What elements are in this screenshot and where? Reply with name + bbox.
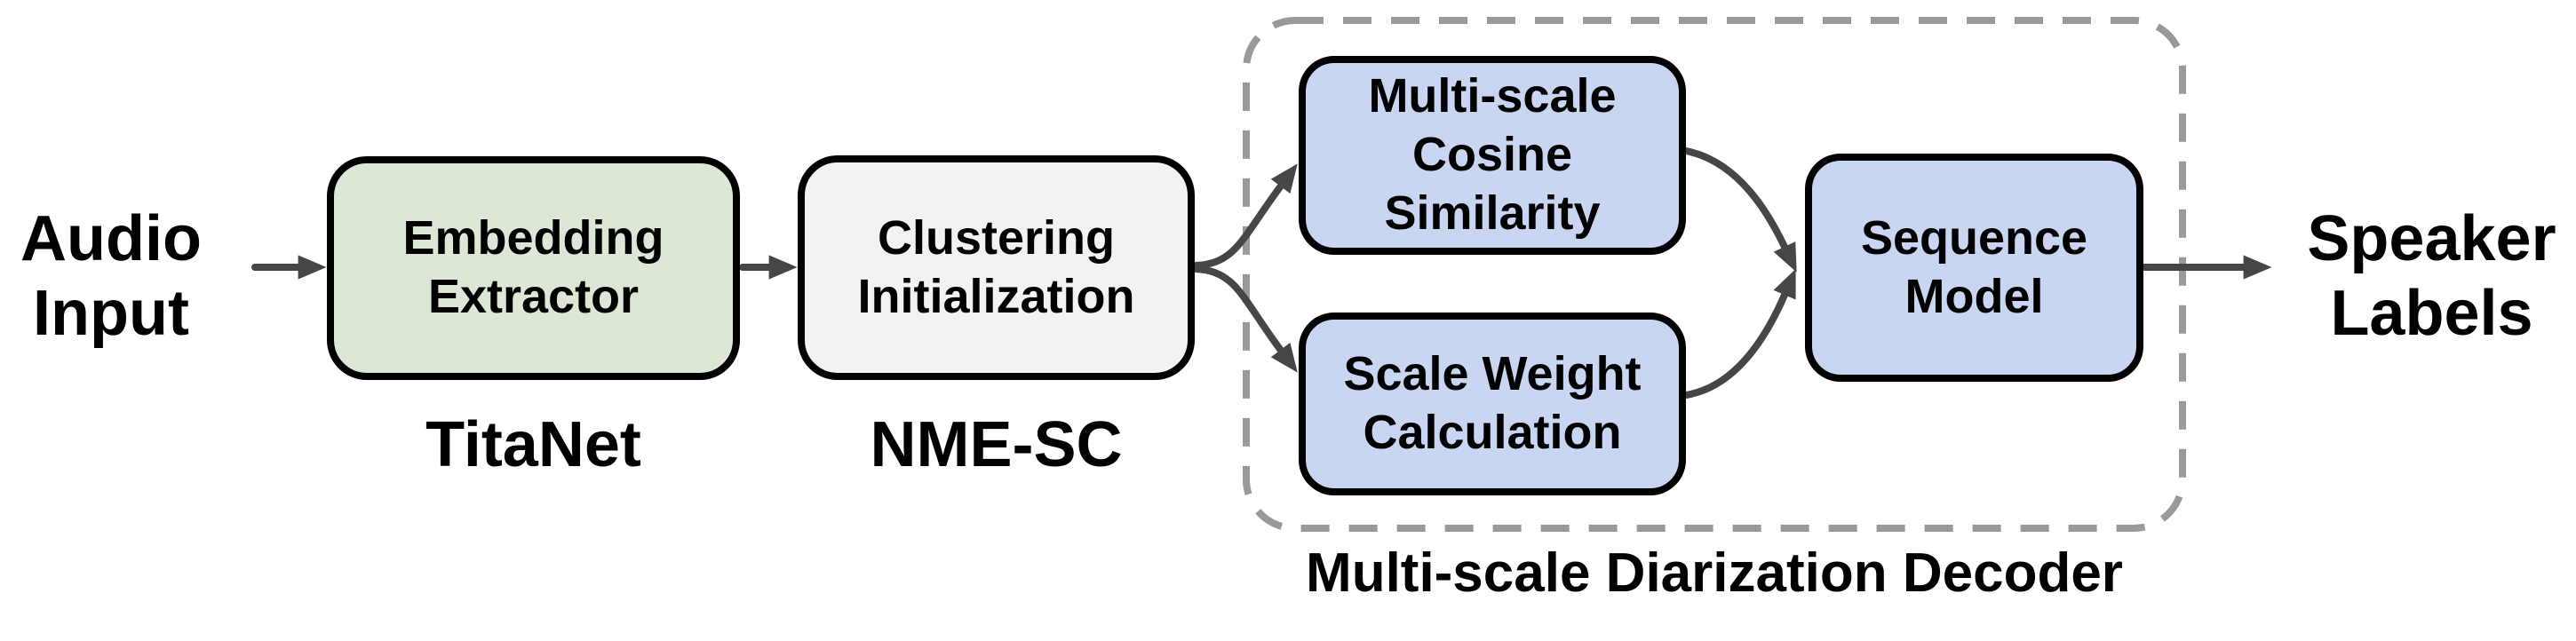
titanet-sublabel: TitaNet <box>425 409 641 480</box>
arrow-clustering-to-cosine <box>1192 163 1298 269</box>
scale-weight-line1: Scale Weight <box>1343 347 1642 401</box>
embedding-extractor-line2: Extractor <box>427 270 640 323</box>
speaker-labels-label: Speaker Labels <box>2287 202 2576 351</box>
speaker-labels-line2: Labels <box>2330 277 2533 349</box>
msdd-dashed-container <box>1243 17 2186 532</box>
cosine-similarity-line2: Cosine <box>1411 128 1573 182</box>
arrow-cosine-to-sequence <box>1682 147 1797 273</box>
cosine-similarity-line1: Multi-scale <box>1368 69 1617 123</box>
clustering-initialization-box: Clustering Initialization <box>798 155 1195 380</box>
sequence-model-line1: Sequence <box>1860 210 2088 265</box>
arrow-clustering-to-scale-weight <box>1192 265 1298 373</box>
scale-weight-calculation-box: Scale Weight Calculation <box>1299 313 1686 495</box>
audio-input-line2: Input <box>33 277 189 349</box>
scale-weight-line2: Calculation <box>1363 406 1622 459</box>
speaker-labels-line1: Speaker <box>2307 203 2556 274</box>
sequence-model-line2: Model <box>1904 269 2044 323</box>
multi-scale-cosine-similarity-box: Multi-scale Cosine Similarity <box>1299 56 1686 255</box>
audio-input-label: Audio Input <box>0 202 222 351</box>
nme-sc-sublabel: NME-SC <box>870 409 1123 480</box>
arrow-scale-weight-to-sequence <box>1682 268 1796 399</box>
sequence-model-box: Sequence Model <box>1805 154 2143 382</box>
clustering-initialization-line2: Initialization <box>857 269 1135 323</box>
msdd-caption: Multi-scale Diarization Decoder <box>1306 542 2123 604</box>
audio-input-line1: Audio <box>20 203 202 274</box>
embedding-extractor-box: Embedding Extractor <box>327 156 740 380</box>
embedding-extractor-line1: Embedding <box>402 211 664 265</box>
clustering-initialization-line1: Clustering <box>877 210 1116 265</box>
cosine-similarity-line3: Similarity <box>1384 186 1601 240</box>
